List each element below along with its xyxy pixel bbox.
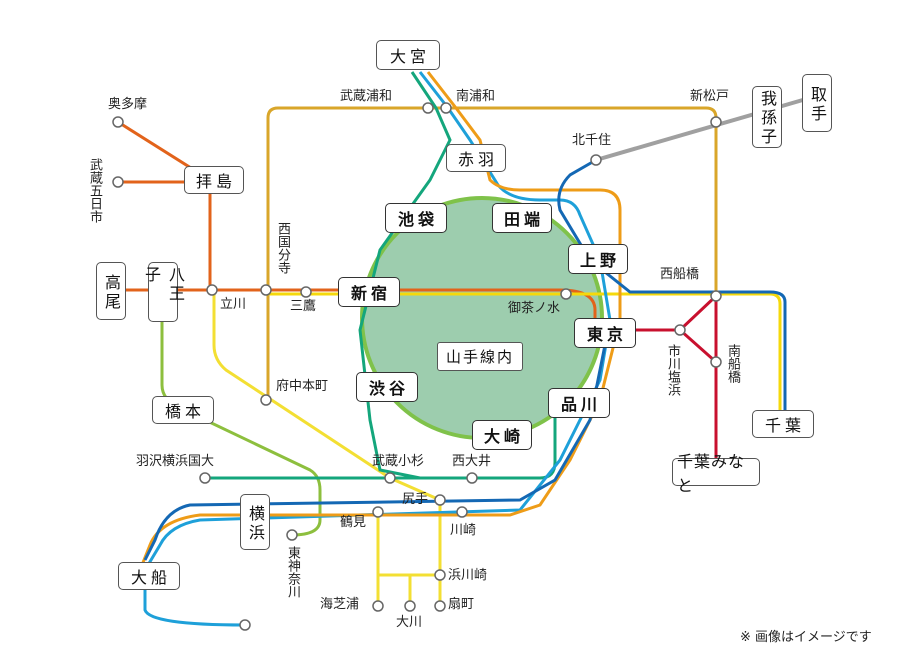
label-minamiurawa: 南浦和 <box>456 89 496 104</box>
label-fuchuhommachi: 府中本町 <box>276 379 329 394</box>
yokosuka-line <box>143 319 612 561</box>
station-toride[interactable]: 取手 <box>802 74 832 132</box>
station-ueno[interactable]: 上野 <box>568 244 628 274</box>
station-tokyo[interactable]: 東京 <box>574 318 636 348</box>
label-hamakawasaki: 浜川崎 <box>448 568 488 583</box>
station-shibuya[interactable]: 渋谷 <box>356 372 418 402</box>
label-mitaka: 三鷹 <box>290 299 317 314</box>
label-musashiurawa: 武蔵浦和 <box>340 89 393 104</box>
label-hamurayokohamakokudai: 羽沢横浜国大 <box>136 454 215 469</box>
dot-okawa <box>404 600 416 612</box>
yamanote-area-label: 山手線内 <box>437 342 524 371</box>
label-shinmatsudo: 新松戸 <box>690 89 730 104</box>
station-hachioji[interactable]: 八王子 <box>142 262 185 322</box>
dot-tachikawa <box>206 284 218 296</box>
dot-ichikawashiohama <box>674 324 686 336</box>
label-ogimachi: 扇町 <box>448 597 475 612</box>
chuo-sobu-line <box>268 292 782 430</box>
label-okawa: 大川 <box>396 615 423 630</box>
station-osaki[interactable]: 大崎 <box>472 420 532 450</box>
dot-hamakawasaki <box>434 569 446 581</box>
dot-mitaka <box>300 286 312 298</box>
dot-itsukaichi <box>112 176 124 188</box>
dot-shinmatsudo <box>710 116 722 128</box>
sobu-rapid-line <box>557 158 787 420</box>
dot-higashikanagawa <box>286 529 298 541</box>
dot-tsurumi <box>372 506 384 518</box>
station-chiba[interactable]: 千葉 <box>752 410 814 438</box>
station-dots <box>112 102 722 631</box>
label-nishifunabashi: 西船橋 <box>660 267 700 282</box>
station-haijima[interactable]: 拝島 <box>184 166 244 194</box>
dot-minamiurawa <box>440 102 452 114</box>
label-nishikokubunji: 西国分寺 <box>275 222 290 274</box>
tsurumi-line <box>376 512 440 606</box>
saikyo-line <box>358 71 452 480</box>
dot-shiriteu <box>434 494 446 506</box>
dot-umishibaura <box>372 600 384 612</box>
nambu-line <box>212 294 442 606</box>
keiyo-branch <box>679 328 717 364</box>
station-chibaminato[interactable]: 千葉みなと <box>672 452 760 495</box>
dot-nishifunabashi <box>710 290 722 302</box>
label-minamifunabashi: 南船橋 <box>725 344 740 383</box>
keihin-tohoku-line <box>143 71 612 627</box>
joban-line <box>595 93 821 162</box>
label-shiriteu: 尻手 <box>402 492 429 507</box>
label-kawasaki: 川崎 <box>450 523 477 538</box>
label-musashikosugi: 武蔵小杉 <box>372 454 425 469</box>
dot-bottom <box>239 619 251 631</box>
label-ichikawashiohama: 市川塩浜 <box>665 344 680 396</box>
label-umishibaura: 海芝浦 <box>320 597 360 612</box>
label-okutama: 奥多摩 <box>108 97 148 112</box>
takasaki-line <box>138 71 622 571</box>
station-ofuna[interactable]: 大船 <box>118 562 180 590</box>
label-tachikawa: 立川 <box>220 297 247 312</box>
dot-nishioi <box>466 472 478 484</box>
station-hashimoto[interactable]: 橋本 <box>152 396 214 424</box>
dot-musashiurawa <box>422 102 434 114</box>
dot-nishikokubunji <box>260 284 272 296</box>
label-nishioi: 西大井 <box>452 454 492 469</box>
dot-ogimachi <box>434 600 446 612</box>
label-kitasenju: 北千住 <box>572 133 612 148</box>
dot-musashikosugi <box>384 472 396 484</box>
dot-hamura <box>199 472 211 484</box>
dot-fuchuhommachi <box>260 394 272 406</box>
sotetsu-direct-line <box>205 395 557 480</box>
dot-minamifunabashi <box>710 356 722 368</box>
label-ochanomizu: 御茶ノ水 <box>508 301 561 316</box>
station-abiko[interactable]: 我孫子 <box>752 86 782 148</box>
musashino-line <box>266 106 718 400</box>
footer-note: ※ 画像はイメージです <box>740 630 872 645</box>
station-akabane[interactable]: 赤羽 <box>446 144 506 172</box>
label-tsurumi: 鶴見 <box>340 515 367 530</box>
station-omiya[interactable]: 大宮 <box>376 40 440 70</box>
label-higashikanagawa: 東神奈川 <box>285 546 300 598</box>
dot-kawasaki <box>456 506 468 518</box>
station-shinjuku[interactable]: 新宿 <box>338 277 400 307</box>
label-musashiitsukaichi: 武蔵五日市 <box>87 158 102 223</box>
keiyo-line <box>612 292 718 460</box>
dot-kitasenju <box>590 154 602 166</box>
station-yokohama[interactable]: 横浜 <box>240 494 270 550</box>
station-takao[interactable]: 高尾 <box>96 262 126 320</box>
dot-okutama <box>112 116 124 128</box>
station-shinagawa[interactable]: 品川 <box>548 388 610 418</box>
station-tabata[interactable]: 田端 <box>492 203 552 233</box>
dot-ochanomizu <box>560 288 572 300</box>
station-ikebukuro[interactable]: 池袋 <box>385 203 447 233</box>
